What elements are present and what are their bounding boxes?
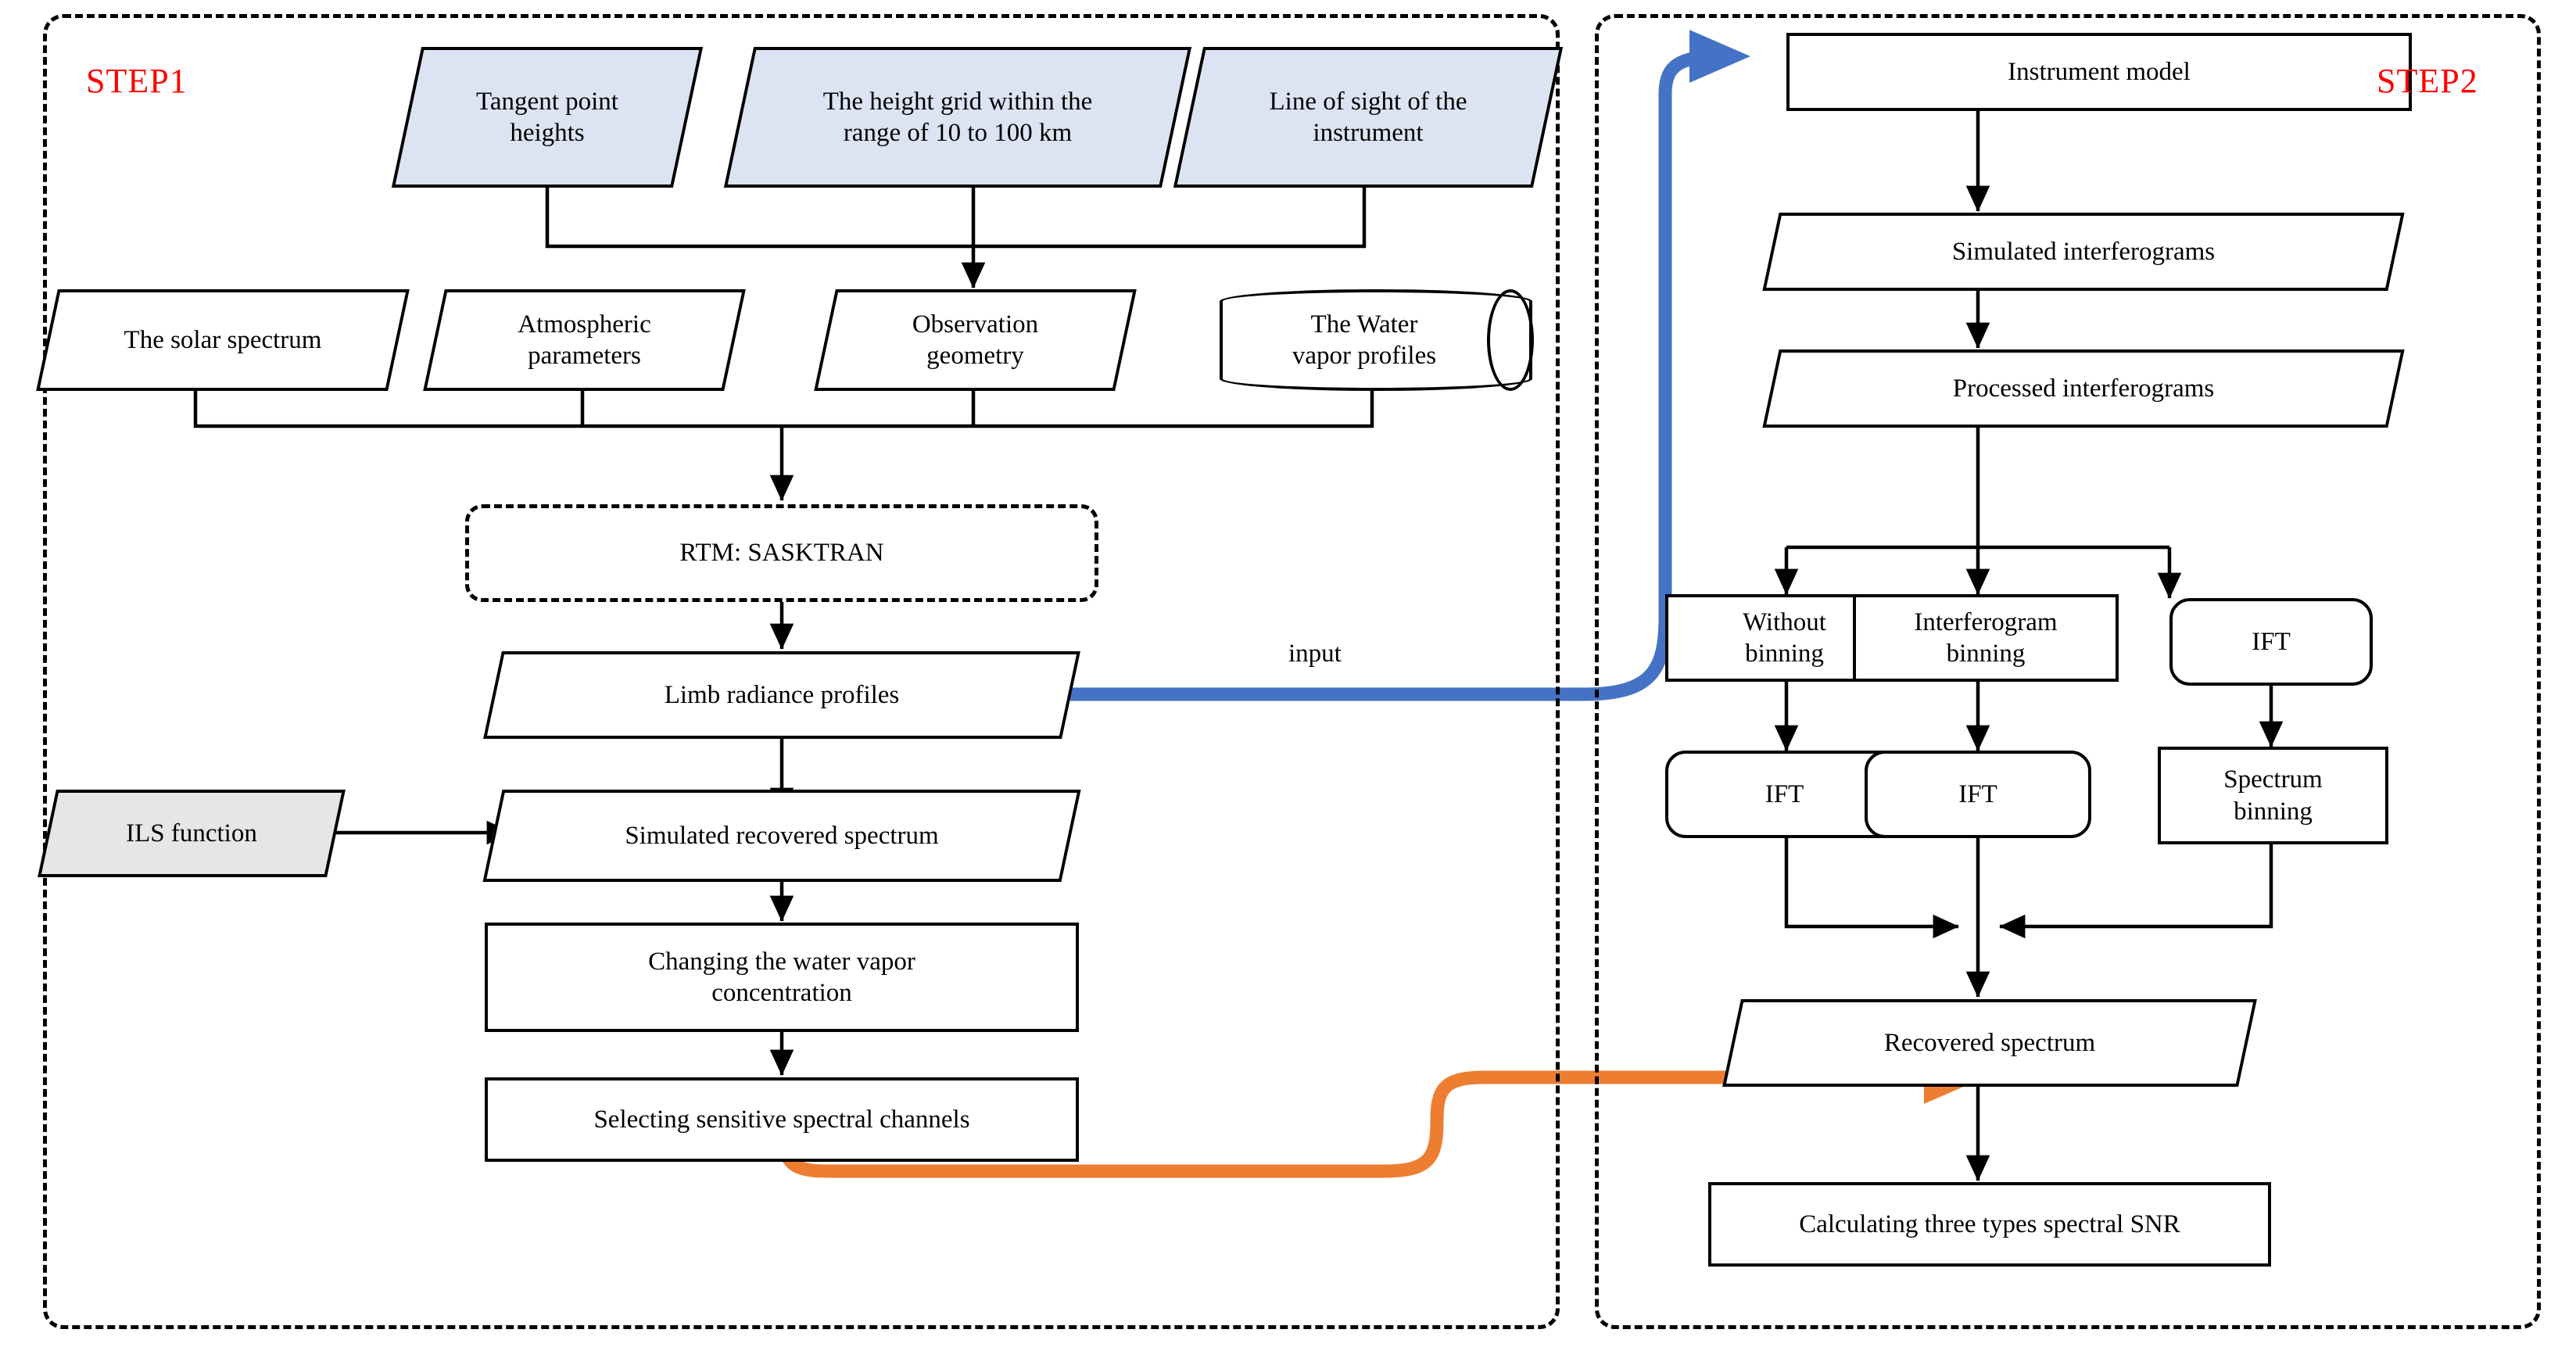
node-interferogram-binning[interactable]: Interferogram binning — [1853, 594, 2119, 682]
node-observation-geometry[interactable]: Observation geometry — [814, 289, 1137, 391]
node-rtm-sasktran[interactable]: RTM: SASKTRAN — [465, 504, 1098, 602]
node-label: Atmospheric parameters — [518, 310, 651, 370]
step2-container — [1595, 14, 2541, 1329]
node-label: Changing the water vapor concentration — [648, 947, 915, 1007]
node-simulated-recovered-spectrum[interactable]: Simulated recovered spectrum — [482, 790, 1081, 882]
node-label: The Water vapor profiles — [1292, 310, 1437, 370]
node-shape — [1220, 289, 1532, 391]
cylinder-cap — [1487, 289, 1534, 391]
node-processed-interferograms[interactable]: Processed interferograms — [1762, 349, 2405, 428]
node-recovered-spectrum[interactable]: Recovered spectrum — [1722, 999, 2257, 1087]
node-label: IFT — [1958, 779, 1997, 808]
node-label: Calculating three types spectral SNR — [1799, 1209, 2180, 1238]
node-label: IFT — [1765, 779, 1804, 808]
node-simulated-interferograms[interactable]: Simulated interferograms — [1762, 213, 2405, 291]
node-label: Processed interferograms — [1952, 374, 2215, 403]
node-changing-water-vapor[interactable]: Changing the water vapor concentration — [485, 923, 1079, 1032]
node-selecting-channels[interactable]: Selecting sensitive spectral channels — [485, 1077, 1079, 1162]
input-connector-label: input — [1288, 640, 1342, 668]
node-line-of-sight[interactable]: Line of sight of the instrument — [1173, 47, 1564, 188]
node-ift-middle[interactable]: IFT — [1865, 751, 2091, 838]
node-label: Simulated interferograms — [1951, 237, 2216, 266]
node-label: Without binning — [1743, 607, 1826, 668]
step2-label: STEP2 — [2377, 62, 2478, 100]
node-label: Limb radiance profiles — [664, 680, 900, 709]
node-ils-function[interactable]: ILS function — [38, 790, 346, 877]
node-label: Spectrum binning — [2223, 765, 2323, 826]
node-label: IFT — [2252, 627, 2291, 656]
node-tangent-point-heights[interactable]: Tangent point heights — [391, 47, 704, 188]
node-ift-left[interactable]: IFT — [1665, 751, 1904, 838]
node-label: Observation geometry — [912, 310, 1039, 370]
node-label: Instrument model — [2008, 57, 2191, 86]
node-height-grid[interactable]: The height grid within the range of 10 t… — [723, 47, 1192, 188]
node-limb-radiance-profiles[interactable]: Limb radiance profiles — [483, 651, 1080, 739]
step1-container — [43, 14, 1560, 1329]
node-label: Line of sight of the instrument — [1269, 87, 1467, 147]
blue-input-connector — [1064, 30, 1751, 701]
node-spectrum-binning[interactable]: Spectrum binning — [2158, 747, 2388, 844]
node-calculating-snr[interactable]: Calculating three types spectral SNR — [1708, 1182, 2271, 1267]
node-label: Simulated recovered spectrum — [625, 821, 939, 850]
node-solar-spectrum[interactable]: The solar spectrum — [36, 289, 410, 391]
node-label: The solar spectrum — [124, 325, 322, 354]
node-label: The height grid within the range of 10 t… — [822, 87, 1093, 147]
node-label: Interferogram binning — [1914, 607, 2058, 668]
node-ift-right[interactable]: IFT — [2169, 598, 2373, 686]
node-label: Selecting sensitive spectral channels — [593, 1105, 970, 1134]
node-water-vapor-profiles[interactable]: The Water vapor profiles — [1220, 289, 1534, 391]
node-label: Recovered spectrum — [1883, 1028, 2096, 1057]
step1-label: STEP1 — [86, 62, 188, 100]
node-atmospheric-parameters[interactable]: Atmospheric parameters — [423, 289, 746, 391]
node-label: ILS function — [126, 819, 257, 848]
node-instrument-model[interactable]: Instrument model — [1786, 33, 2412, 111]
node-label: RTM: SASKTRAN — [679, 539, 884, 568]
node-label: Tangent point heights — [476, 87, 618, 147]
orange-feedback-connector — [775, 1051, 1986, 1178]
